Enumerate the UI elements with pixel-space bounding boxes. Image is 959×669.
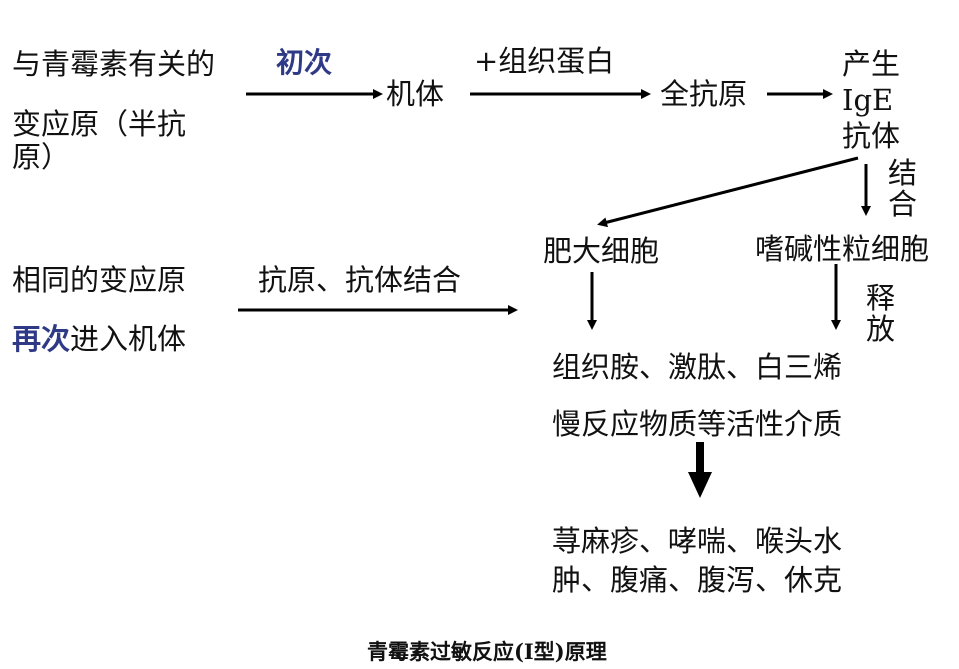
reenter-prefix: 再次	[12, 322, 71, 356]
mast-cell-label: 肥大细胞	[543, 234, 660, 268]
same-allergen-label: 相同的变应原	[12, 263, 187, 297]
tissue-protein-label: +组织蛋白	[474, 44, 615, 78]
complete-antigen-label: 全抗原	[660, 77, 748, 111]
arrow-ige-to-mast-cell	[597, 156, 859, 228]
mediators-line2: 慢反应物质等活性介质	[552, 407, 843, 441]
bind-label: 结合	[888, 156, 918, 221]
allergen-label-line2: 变应原（半抗	[12, 107, 187, 141]
reenter-label: 再次进入机体	[12, 322, 186, 356]
first-time-label: 初次	[276, 46, 333, 79]
basophil-label: 嗜碱性粒细胞	[755, 232, 930, 266]
antibody-label: 抗体	[842, 119, 901, 153]
produce-label: 产生	[842, 47, 901, 81]
allergen-label-line3: 原）	[12, 140, 71, 174]
release-label: 释放	[866, 281, 896, 346]
ige-label: IgE	[842, 83, 894, 117]
symptoms-line2: 肿、腹痛、腹泻、休克	[552, 563, 843, 597]
antigen-antibody-bind-label: 抗原、抗体结合	[258, 263, 462, 297]
symptoms-line1: 荨麻疹、哮喘、喉头水	[552, 524, 843, 558]
mediators-line1: 组织胺、激肽、白三烯	[552, 350, 843, 384]
allergen-label-line1: 与青霉素有关的	[12, 47, 216, 81]
diagram-caption: 青霉素过敏反应(I型)原理	[367, 639, 607, 664]
reenter-suffix: 进入机体	[70, 322, 187, 356]
organism-label: 机体	[386, 77, 445, 111]
